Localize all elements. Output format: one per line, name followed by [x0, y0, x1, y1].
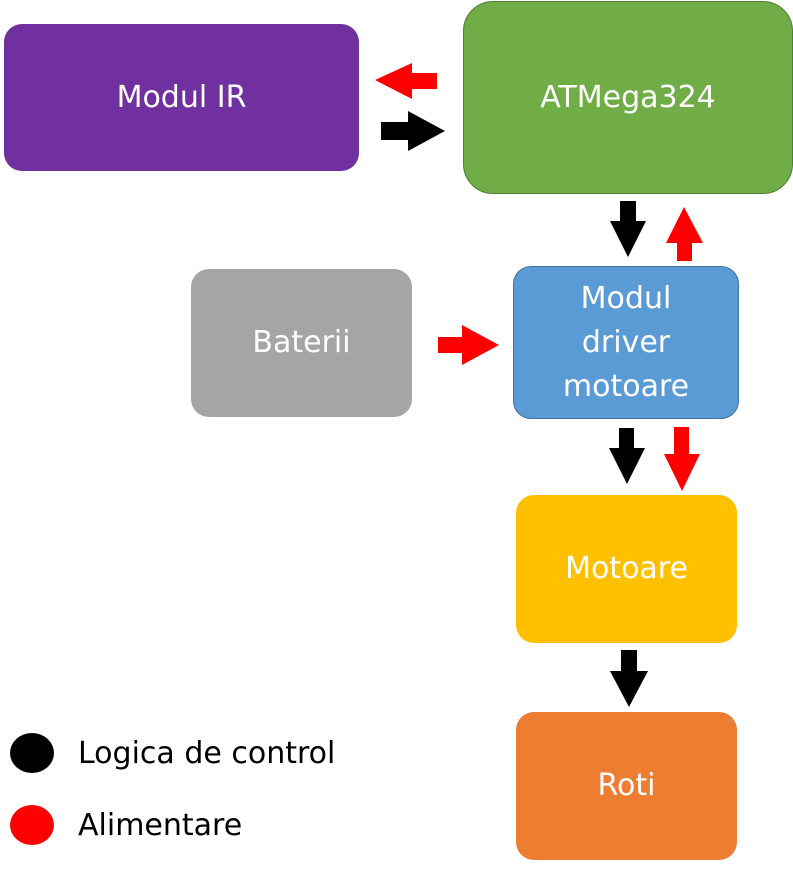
legend-item-control: Logica de control	[10, 731, 335, 775]
legend-black-dot-icon	[10, 733, 54, 773]
legend-label: Alimentare	[78, 807, 243, 843]
node-atmega324: ATMega324	[463, 1, 793, 194]
edge-motoare-to-roti-control-arrow	[610, 650, 648, 707]
legend-red-dot-icon	[10, 805, 54, 845]
edge-driver-to-motoare-control-arrow	[609, 428, 645, 484]
edge-ir-to-atmega-control-arrow	[381, 111, 445, 151]
node-label: Motoare	[565, 551, 688, 586]
node-roti: Roti	[516, 712, 737, 860]
edge-driver-to-atmega-power-arrow	[666, 207, 703, 261]
node-modul-ir: Modul IR	[4, 24, 359, 171]
node-label: Roti	[597, 768, 656, 803]
node-label: ATMega324	[540, 79, 716, 115]
node-label: Baterii	[252, 325, 351, 360]
node-motoare: Motoare	[516, 495, 737, 643]
legend-label: Logica de control	[78, 735, 336, 771]
edge-atmega-to-driver-control-arrow	[610, 201, 646, 257]
node-label: Modul IR	[116, 79, 247, 115]
legend-item-power: Alimentare	[10, 803, 242, 847]
node-baterii: Baterii	[191, 269, 412, 417]
node-modul-driver-motoare: Modul driver motoare	[513, 266, 739, 419]
edge-baterii-to-driver-power-arrow	[438, 325, 499, 365]
node-label: Modul driver motoare	[562, 280, 690, 404]
edge-atmega-to-ir-power-arrow	[375, 63, 437, 99]
edge-driver-to-motoare-power-arrow	[664, 427, 700, 491]
